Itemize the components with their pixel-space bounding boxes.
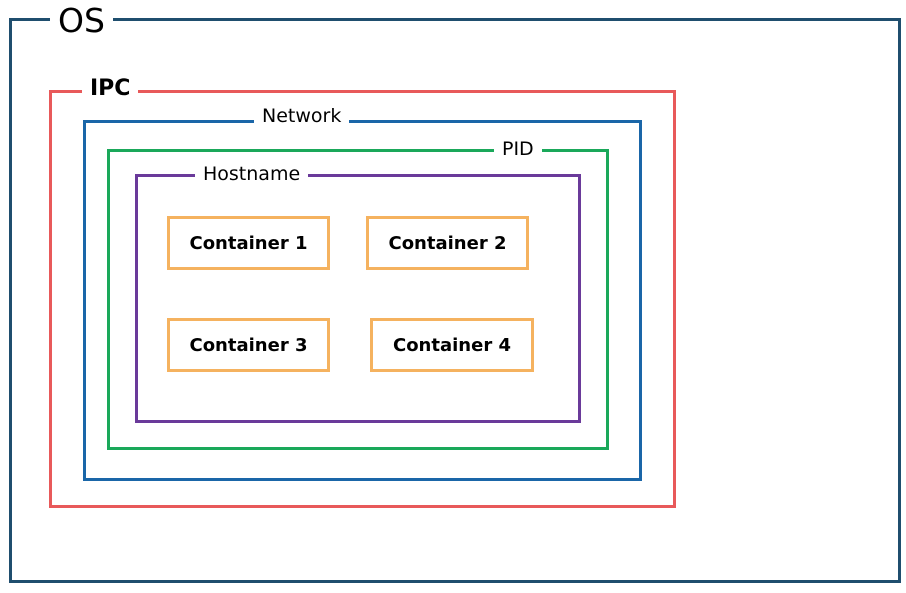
pid-label: PID [494, 140, 542, 159]
container-4-label: Container 4 [392, 334, 511, 356]
network-namespace-boundary [83, 120, 642, 481]
container-3-label: Container 3 [189, 334, 308, 356]
container-1-box: Container 1 [167, 216, 330, 270]
ipc-label: IPC [82, 78, 139, 100]
container-1-label: Container 1 [189, 232, 308, 254]
pid-namespace-boundary [107, 149, 609, 450]
hostname-namespace-boundary [135, 174, 581, 423]
container-2-label: Container 2 [388, 232, 507, 254]
os-label: OS [50, 4, 113, 37]
ipc-namespace-boundary [49, 90, 676, 508]
hostname-label: Hostname [195, 165, 309, 184]
container-3-box: Container 3 [167, 318, 330, 372]
network-label: Network [254, 107, 350, 126]
container-2-box: Container 2 [366, 216, 529, 270]
container-4-box: Container 4 [370, 318, 534, 372]
os-boundary [9, 18, 901, 583]
